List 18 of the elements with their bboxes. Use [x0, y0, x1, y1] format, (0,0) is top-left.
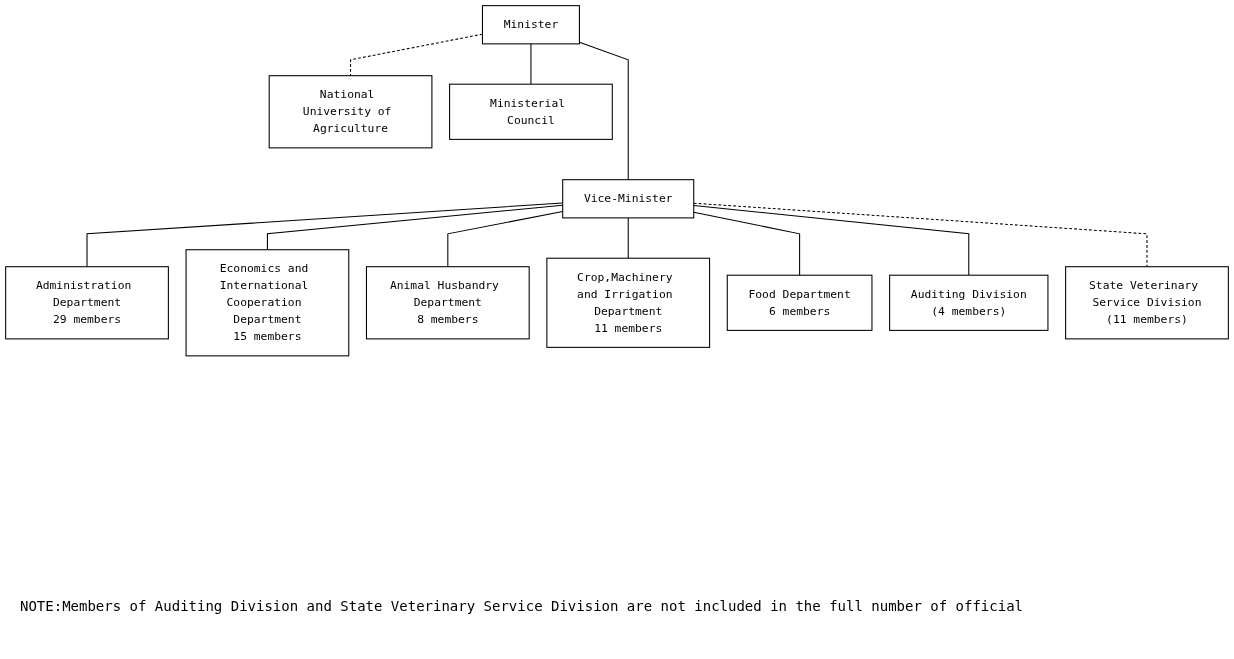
connector: [627, 217, 629, 259]
connector: [693, 205, 970, 276]
node-box: Animal Husbandry Department 8 members: [365, 266, 530, 340]
node-box: Administration Department 29 members: [5, 266, 169, 340]
connector: [693, 211, 801, 276]
node-box: National University of Agriculture: [268, 75, 433, 149]
node-box: Crop,Machinery and Irrigation Department 11 members: [546, 257, 711, 348]
node-box: State Veterinary Service Division (11 members): [1065, 266, 1229, 340]
connector: [693, 202, 1148, 268]
node-box: Economics and International Cooperation Department 15 members: [185, 249, 350, 357]
node-box: Auditing Division (4 members): [889, 274, 1049, 331]
note-text: NOTE:Members of Auditing Division and State Veterinary Service Division are not included in the full number of official: [20, 598, 1025, 614]
node-box: Ministerial Council: [449, 83, 613, 140]
node-box: Minister: [481, 5, 580, 45]
node-box: Food Department 6 members: [726, 274, 873, 331]
node-box: Vice-Minister: [562, 179, 695, 219]
connector: [530, 43, 532, 85]
connector: [578, 41, 629, 181]
